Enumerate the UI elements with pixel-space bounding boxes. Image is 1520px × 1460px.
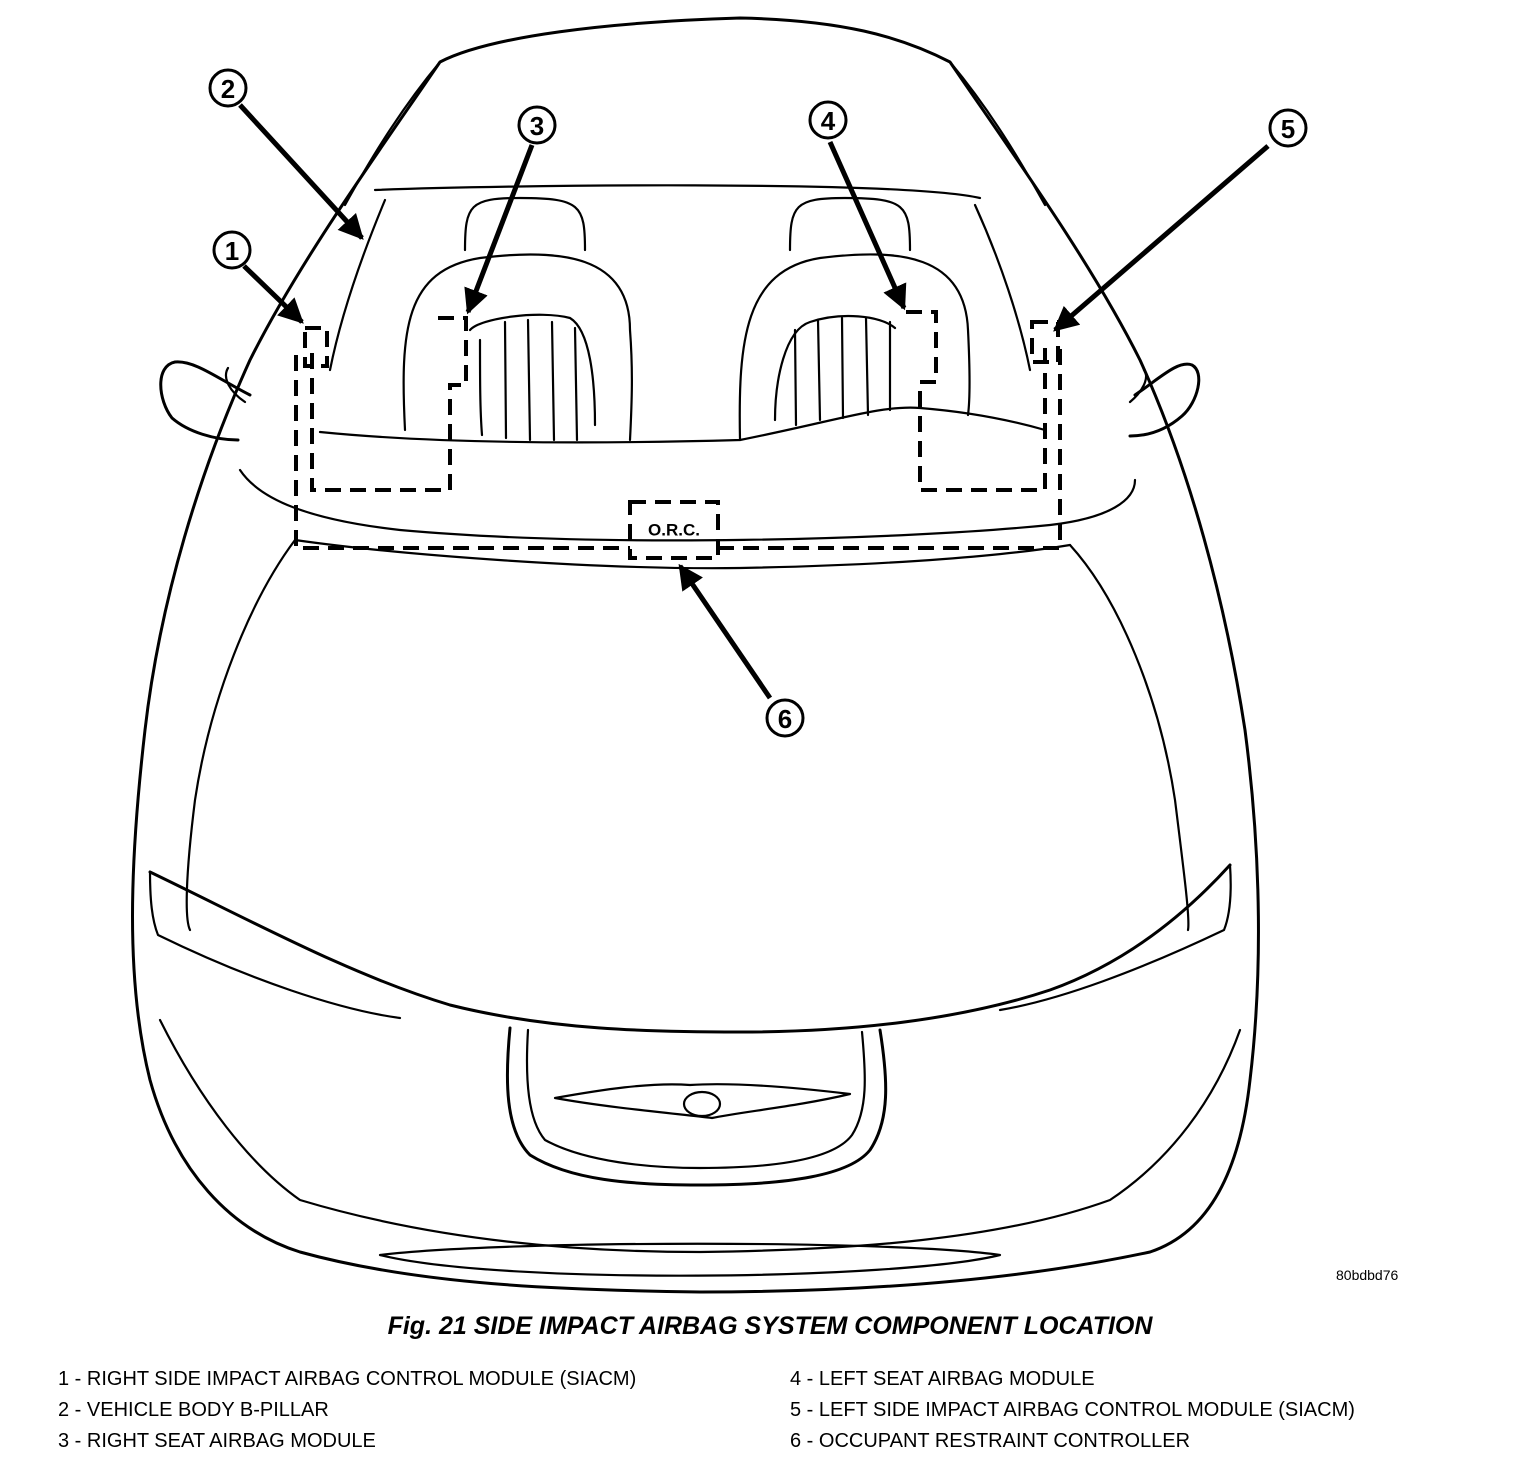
arrow-6 [677,563,773,700]
hidden-components: O.R.C. [294,310,1062,560]
legend-item: 5 - LEFT SIDE IMPACT AIRBAG CONTROL MODU… [790,1399,1355,1421]
left-siacm-box [1030,320,1060,364]
svg-text:2: 2 [221,74,235,104]
callout-6: 6 [765,698,805,738]
legend-item: 4 - LEFT SEAT AIRBAG MODULE [790,1368,1095,1390]
callouts: 1 2 3 4 5 6 [208,68,1308,738]
figure-caption: Fig. 21 SIDE IMPACT AIRBAG SYSTEM COMPON… [387,1312,1153,1340]
legend-item: 6 - OCCUPANT RESTRAINT CONTROLLER [790,1430,1191,1452]
hood-edge [148,863,1232,1034]
right-mirror [159,360,252,442]
legend-item: 2 - VEHICLE BODY B-PILLAR [58,1399,329,1421]
emblem [682,1090,722,1118]
callout-1: 1 [212,230,252,270]
left-seat [738,196,971,442]
legend-left: 1 - RIGHT SIDE IMPACT AIRBAG CONTROL MOD… [58,1364,636,1457]
harness-outline [294,345,1062,550]
callout-4: 4 [808,100,848,140]
svg-text:3: 3 [530,111,544,141]
legend-item: 1 - RIGHT SIDE IMPACT AIRBAG CONTROL MOD… [58,1368,637,1390]
svg-text:6: 6 [778,704,792,734]
legend-item: 3 - RIGHT SEAT AIRBAG MODULE [58,1430,376,1452]
leader-arrows [238,103,1270,700]
right-seat-airbag-outline [310,316,468,492]
figure-code: 80bdbd76 [1336,1267,1399,1283]
arrow-1 [242,264,304,324]
callout-3: 3 [517,105,557,145]
car-body [131,16,1260,1294]
svg-text:4: 4 [821,106,836,136]
grille [505,1026,888,1187]
right-siacm-box [303,326,329,368]
orc-label: O.R.C. [648,521,700,540]
svg-text:5: 5 [1281,114,1295,144]
arrow-5 [1053,144,1270,332]
emblem-wings [553,1083,852,1120]
callout-5: 5 [1268,108,1308,148]
car-outline [131,16,1260,1294]
arrow-3 [464,144,535,315]
orc-box [628,500,720,560]
arrow-4 [827,140,907,311]
arrow-2 [238,103,364,240]
right-seat [402,196,633,442]
left-mirror [1128,362,1201,438]
svg-text:1: 1 [225,236,239,266]
legend-right: 4 - LEFT SEAT AIRBAG MODULE 5 - LEFT SID… [790,1364,1355,1457]
left-seat-airbag-outline [906,310,1047,492]
callout-2: 2 [208,68,248,108]
car-diagram: O.R.C. 1 2 3 4 5 [131,16,1399,1294]
